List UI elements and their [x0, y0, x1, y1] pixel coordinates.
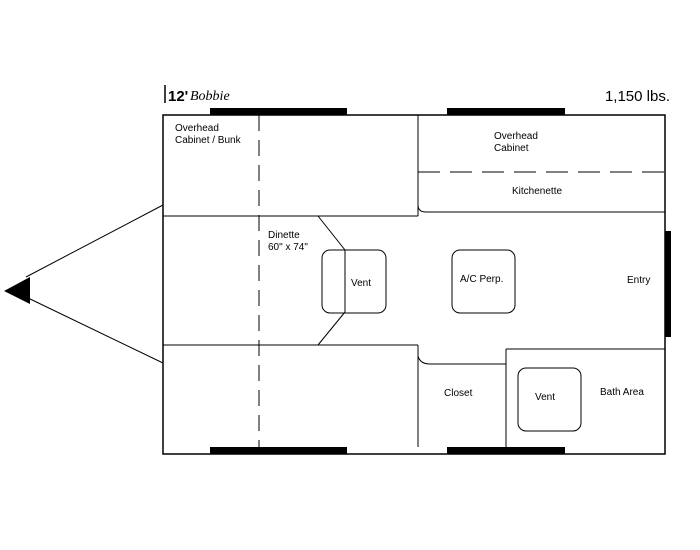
vent-front	[321, 249, 387, 314]
label-overhead-bunk-2: Cabinet / Bunk	[175, 135, 242, 146]
label-overhead-bunk-1: Overhead	[175, 123, 219, 134]
outer-wall	[162, 114, 666, 455]
label-kitchenette: Kitchenette	[512, 186, 562, 197]
hitch	[4, 204, 164, 364]
label-entry: Entry	[627, 275, 650, 286]
front-partitions	[163, 115, 419, 447]
label-bath: Bath Area	[600, 387, 644, 398]
label-ac: A/C Perp.	[460, 274, 503, 285]
window-top-left	[210, 108, 347, 115]
label-dinette-2: 60" x 74"	[268, 242, 308, 253]
window-bottom-right	[447, 447, 565, 454]
label-closet: Closet	[444, 388, 473, 399]
model-name: Bobbie	[190, 89, 230, 104]
label-overhead-cabinet-1: Overhead	[494, 131, 538, 142]
label-vent-front: Vent	[351, 278, 371, 289]
model-number: 12'	[168, 88, 188, 105]
window-bottom-left	[210, 447, 347, 454]
ac-unit	[451, 249, 516, 314]
hitch-coupler-icon	[4, 277, 30, 304]
label-dinette-1: Dinette	[268, 230, 300, 241]
trailer-weight: 1,150 lbs.	[605, 88, 670, 105]
windows	[210, 108, 565, 454]
rear-partitions	[417, 348, 665, 447]
vent-bath	[517, 367, 582, 432]
kitchenette-counter	[417, 171, 665, 213]
label-vent-bath: Vent	[535, 392, 555, 403]
entry-door	[665, 231, 671, 337]
window-top-right	[447, 108, 565, 115]
label-overhead-cabinet-2: Cabinet	[494, 143, 529, 154]
